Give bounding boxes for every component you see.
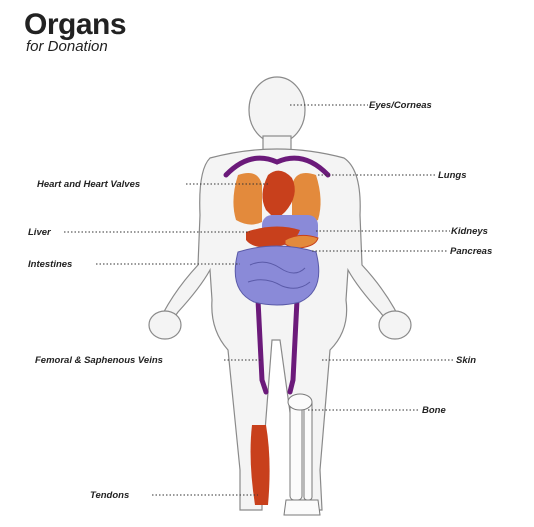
label-kidneys: Kidneys <box>451 226 488 237</box>
tendons-shape <box>251 425 270 505</box>
label-heart: Heart and Heart Valves <box>37 179 140 190</box>
label-eyes: Eyes/Corneas <box>369 100 432 111</box>
label-pancreas: Pancreas <box>450 246 492 257</box>
label-tendons: Tendons <box>90 490 129 501</box>
label-intestines: Intestines <box>28 259 72 270</box>
intestines <box>235 246 319 305</box>
label-lungs: Lungs <box>438 170 467 181</box>
label-veins: Femoral & Saphenous Veins <box>35 355 163 366</box>
label-skin: Skin <box>456 355 476 366</box>
label-liver: Liver <box>28 227 52 238</box>
label-bone: Bone <box>422 405 446 416</box>
